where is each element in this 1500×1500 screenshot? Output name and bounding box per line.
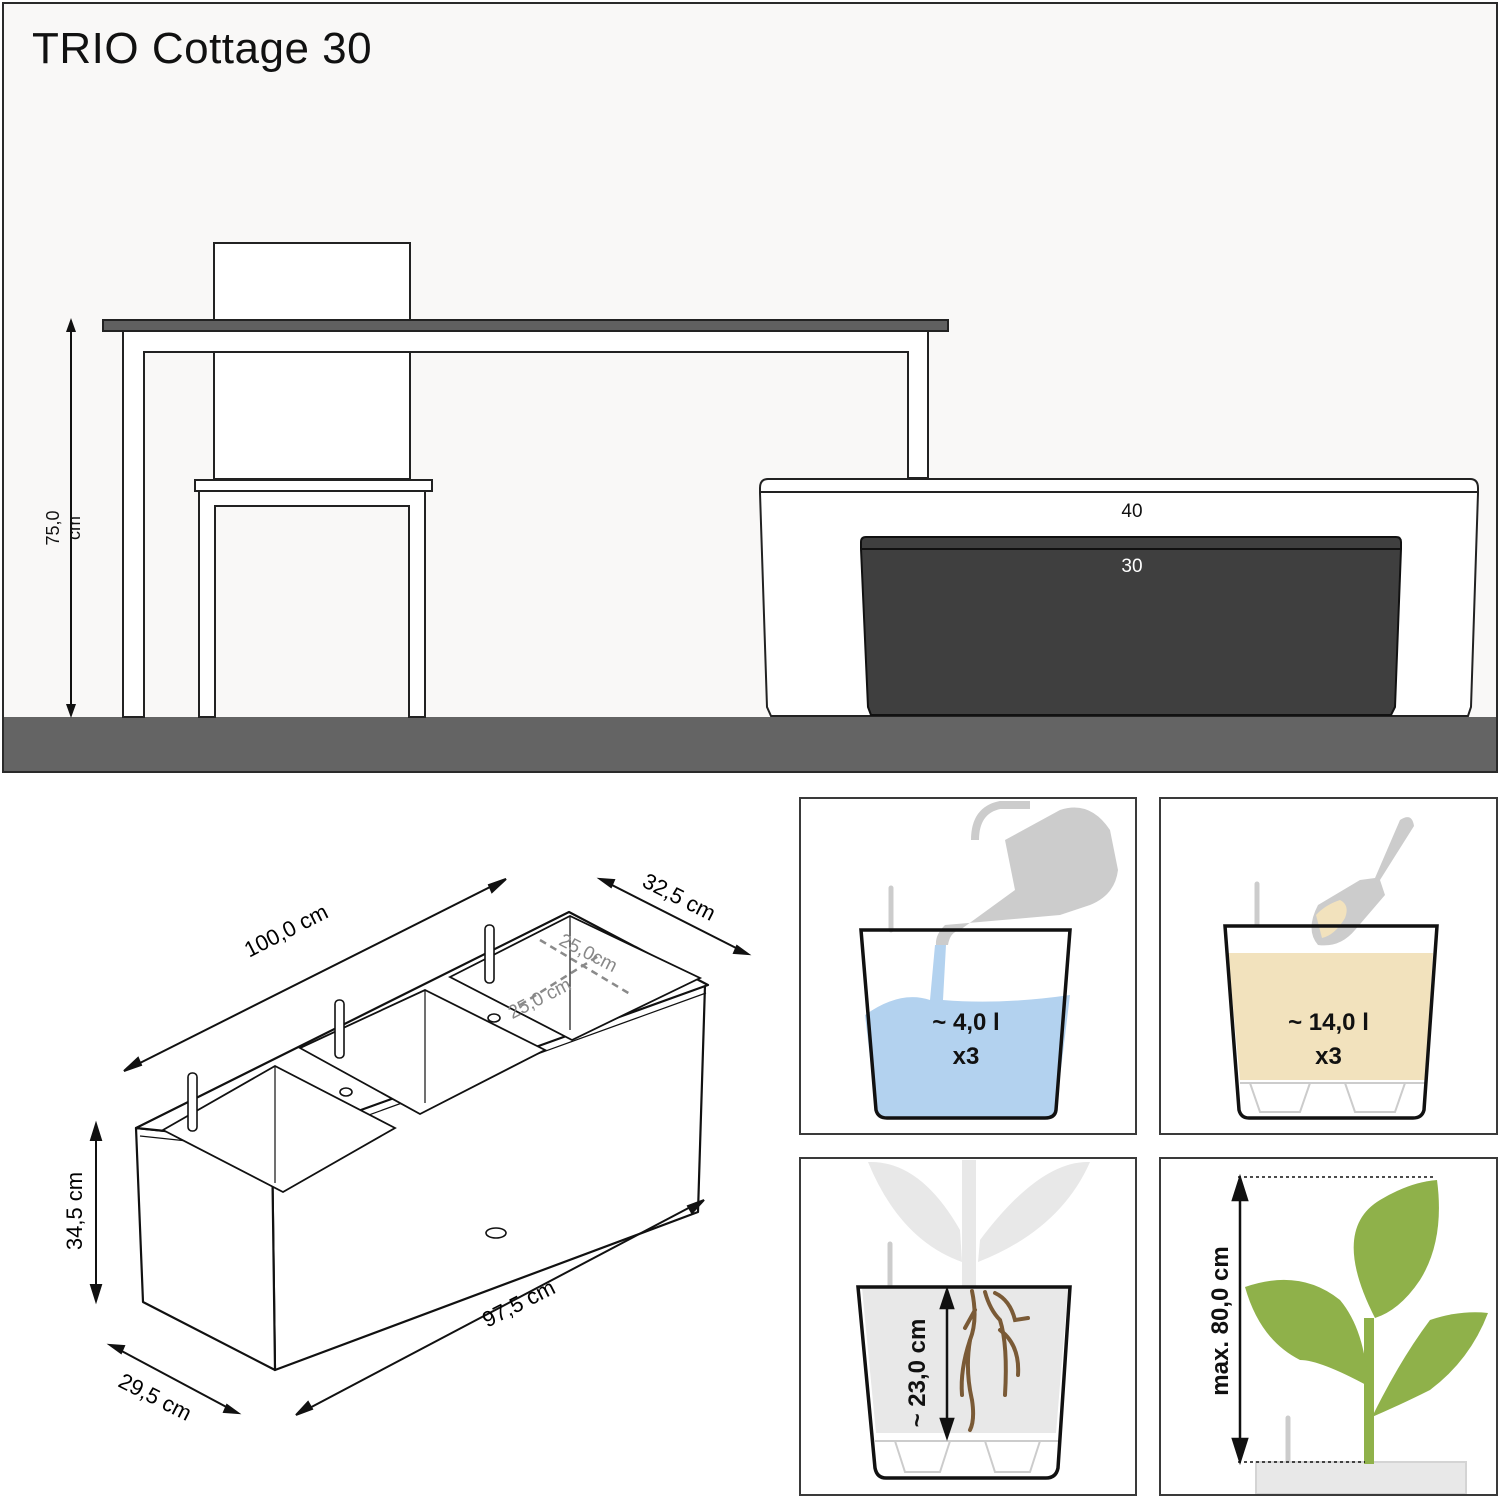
chair-frame (198, 490, 426, 718)
soil-volume: ~ 14,0 l (1288, 1009, 1369, 1036)
root-depth-label: ~ 23,0 cm (904, 1318, 931, 1428)
max-height-label: max. 80,0 cm (1207, 1246, 1234, 1396)
plant-height-panel: max. 80,0 cm (1159, 1157, 1498, 1496)
planter-30 (860, 536, 1402, 716)
planter-small-label: 30 (1121, 556, 1143, 577)
height-label: 34,5 cm (62, 1171, 87, 1251)
water-volume: ~ 4,0 l (932, 1009, 1000, 1036)
floor (4, 717, 1496, 771)
trowel-icon (1223, 817, 1439, 1120)
root-depth-panel: ~ 23,0 cm (799, 1157, 1137, 1496)
chair-back (213, 242, 411, 480)
planter-large-label: 40 (1121, 501, 1143, 522)
table-frame (122, 330, 929, 718)
table-top (102, 319, 949, 332)
room-scene: TRIO Cottage 30 75,0 cm 40 30 (2, 2, 1498, 773)
roots-icon (856, 1160, 1090, 1480)
isometric-drawing: 100,0 cm 32,5 cm 25,0cm 25,0 cm 34,5 cm … (0, 780, 780, 1500)
watering-can-icon (859, 801, 1118, 1120)
water-capacity-panel: ~ 4,0 l x3 (799, 797, 1137, 1135)
water-multiplier: x3 (952, 1043, 980, 1070)
chair-seat (194, 479, 433, 492)
planter-isometric (89, 877, 752, 1416)
table-height-label: 75,0 cm (43, 510, 84, 546)
room-illustration (4, 242, 1496, 771)
soil-capacity-panel: ~ 14,0 l x3 (1159, 797, 1498, 1135)
soil-multiplier: x3 (1315, 1043, 1342, 1070)
plant-icon (1231, 1173, 1488, 1494)
page-title: TRIO Cottage 30 (32, 24, 373, 73)
